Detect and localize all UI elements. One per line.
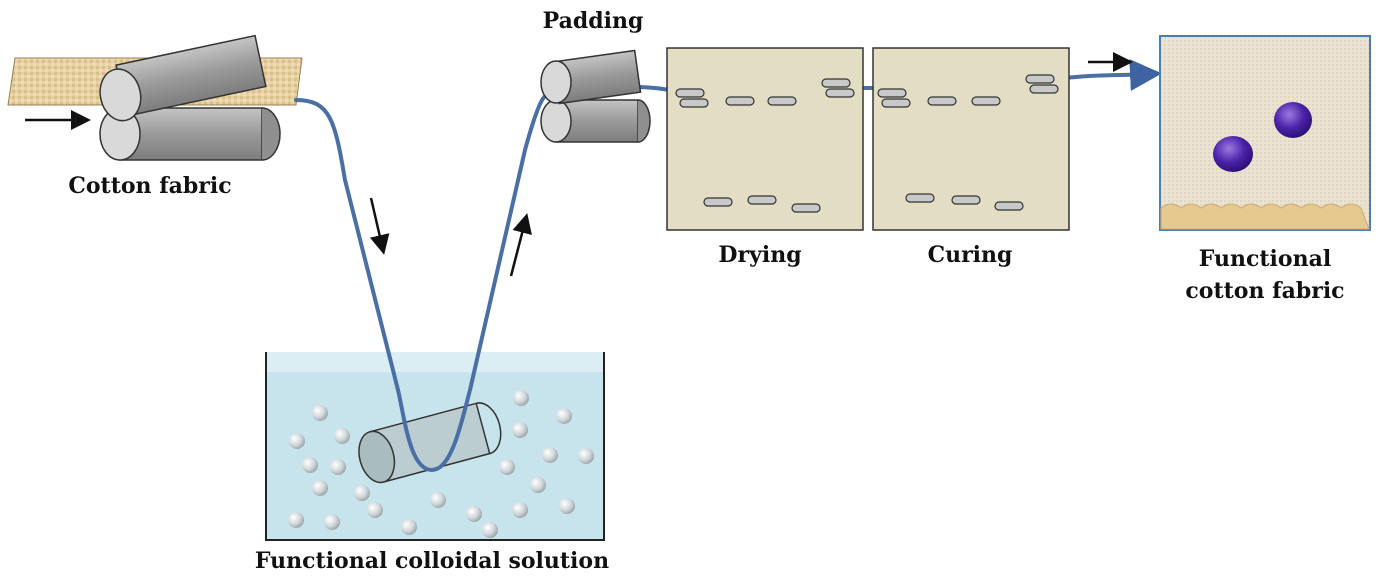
colloidal-bath <box>265 352 605 541</box>
water-droplet <box>1274 102 1312 138</box>
top-feed-roller <box>99 34 267 122</box>
water-droplet <box>1213 136 1253 172</box>
label-cotton-fabric: Cotton fabric <box>68 173 232 199</box>
down-arrow <box>369 197 390 255</box>
label-functional-fabric-line2: cotton fabric <box>1185 278 1345 304</box>
label-padding: Padding <box>542 8 644 34</box>
up-arrow <box>509 213 532 277</box>
cotton-fabric-feed <box>7 34 303 161</box>
guide-rollers <box>675 74 1059 213</box>
label-curing: Curing <box>927 242 1013 268</box>
label-drying: Drying <box>718 242 802 268</box>
functional-fabric-photo <box>1159 35 1371 231</box>
padding-rollers <box>540 49 651 143</box>
label-functional-fabric-line1: Functional <box>1198 246 1332 272</box>
colloidal-particles <box>288 390 594 538</box>
bottom-feed-roller <box>99 107 281 161</box>
label-colloidal-solution: Functional colloidal solution <box>254 548 610 574</box>
